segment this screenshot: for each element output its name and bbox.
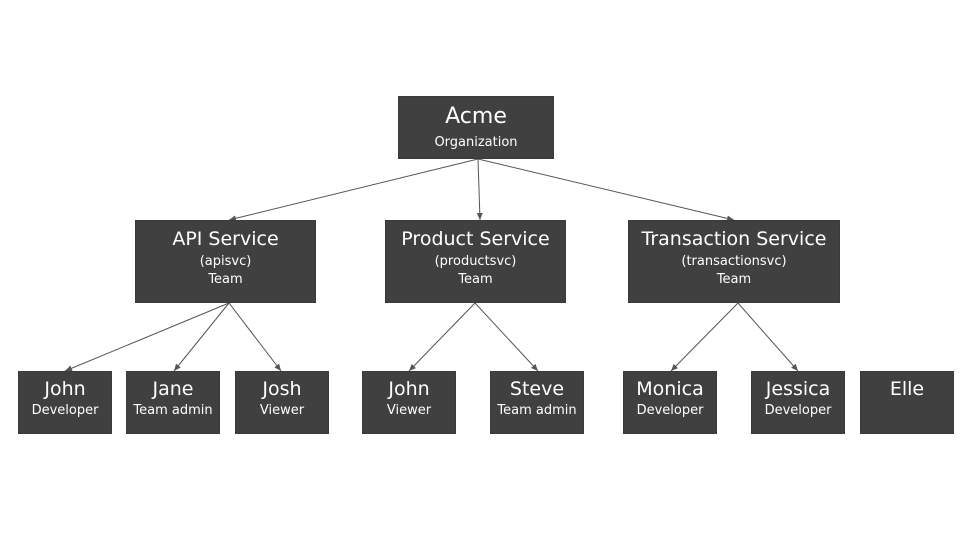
member-node-john-viewer: John Viewer (362, 371, 456, 434)
team-type-label: Team (716, 272, 752, 287)
member-node-jane-team-admin: Jane Team admin (126, 371, 220, 434)
team-name: API Service (172, 228, 279, 250)
team-name: Product Service (401, 228, 550, 250)
team-node-api-service: API Service (apisvc) Team (135, 220, 316, 303)
team-slug: (productsvc) (434, 254, 517, 269)
member-name: Elle (889, 378, 925, 400)
member-name: Josh (262, 378, 302, 400)
connector-api-to-john (64, 302, 230, 372)
member-node-monica-developer: Monica Developer (623, 371, 717, 434)
connector-product-to-john (408, 302, 476, 372)
team-slug: (transactionsvc) (681, 254, 787, 269)
member-role: Developer (764, 403, 832, 418)
connector-acme-to-api-service (228, 158, 479, 222)
member-name: Jessica (765, 378, 831, 400)
team-type-label: Team (208, 272, 243, 287)
org-name: Acme (445, 104, 507, 129)
member-role: Team admin (133, 403, 213, 418)
team-slug: (apisvc) (199, 254, 252, 269)
member-role: Developer (31, 403, 99, 418)
member-name: John (44, 378, 86, 400)
member-name: Monica (636, 378, 704, 400)
connector-api-to-jane (173, 302, 230, 372)
member-node-john-developer: John Developer (18, 371, 112, 434)
member-node-elle-unassigned: Elle (860, 371, 954, 434)
connector-acme-to-product-service (476, 158, 483, 221)
member-name: Steve (509, 378, 565, 400)
member-node-jessica-developer: Jessica Developer (751, 371, 845, 434)
member-role: Developer (636, 403, 704, 418)
org-node-acme: Acme Organization (398, 96, 554, 159)
member-name: John (388, 378, 430, 400)
member-role: Team admin (497, 403, 577, 418)
member-role: Viewer (259, 403, 305, 418)
connector-product-to-steve (474, 302, 539, 372)
team-type-label: Team (458, 272, 493, 287)
org-type-label: Organization (434, 135, 518, 150)
connector-transaction-to-monica (670, 302, 739, 372)
connector-acme-to-transaction-service (477, 158, 735, 222)
member-node-josh-viewer: Josh Viewer (235, 371, 329, 434)
connector-api-to-josh (228, 302, 282, 372)
team-name: Transaction Service (641, 228, 827, 250)
team-node-product-service: Product Service (productsvc) Team (385, 220, 566, 303)
member-name: Jane (152, 378, 194, 400)
member-node-steve-team-admin: Steve Team admin (490, 371, 584, 434)
member-role: Viewer (386, 403, 432, 418)
team-node-transaction-service: Transaction Service (transactionsvc) Tea… (628, 220, 840, 303)
connector-transaction-to-jessica (737, 302, 799, 372)
